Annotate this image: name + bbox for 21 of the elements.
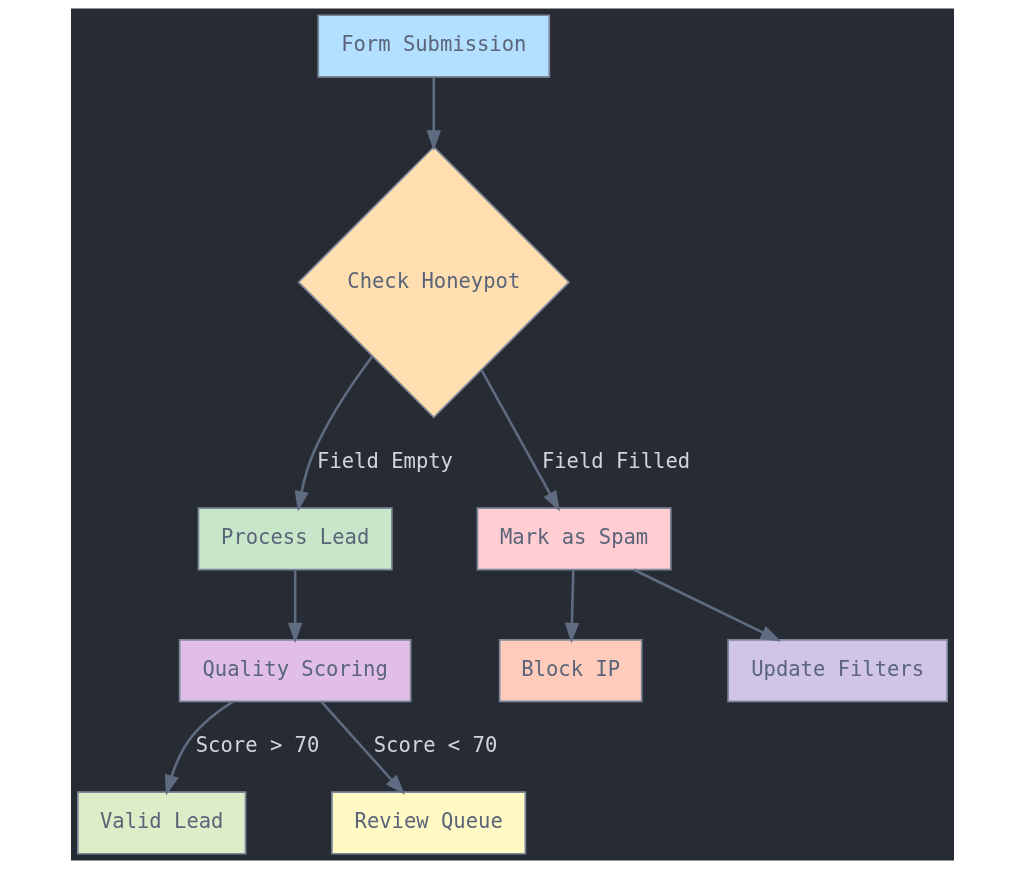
arrow (480, 369, 560, 512)
node-box: Review Queue (330, 791, 526, 855)
edge-label: Field Empty (316, 449, 453, 474)
edge-label: Field Filled (541, 449, 690, 474)
arrow (164, 700, 234, 796)
node-box: Update Filters (726, 639, 948, 703)
arrow (564, 569, 579, 644)
edge-label: Score < 70 (373, 733, 497, 758)
node-box: Quality Scoring (178, 639, 412, 703)
edge-label: Score > 70 (195, 733, 319, 758)
arrow (632, 568, 781, 642)
node-diamond: Check Honeypot (296, 145, 570, 419)
node-box: Block IP (498, 639, 643, 703)
arrow (320, 700, 405, 795)
node-box: Valid Lead (76, 791, 246, 855)
arrow (294, 356, 373, 512)
arrow (287, 569, 302, 644)
node-box: Mark as Spam (476, 507, 672, 571)
arrow (426, 77, 441, 151)
node-box: Process Lead (197, 507, 393, 571)
node-box: Form Submission (316, 14, 550, 78)
